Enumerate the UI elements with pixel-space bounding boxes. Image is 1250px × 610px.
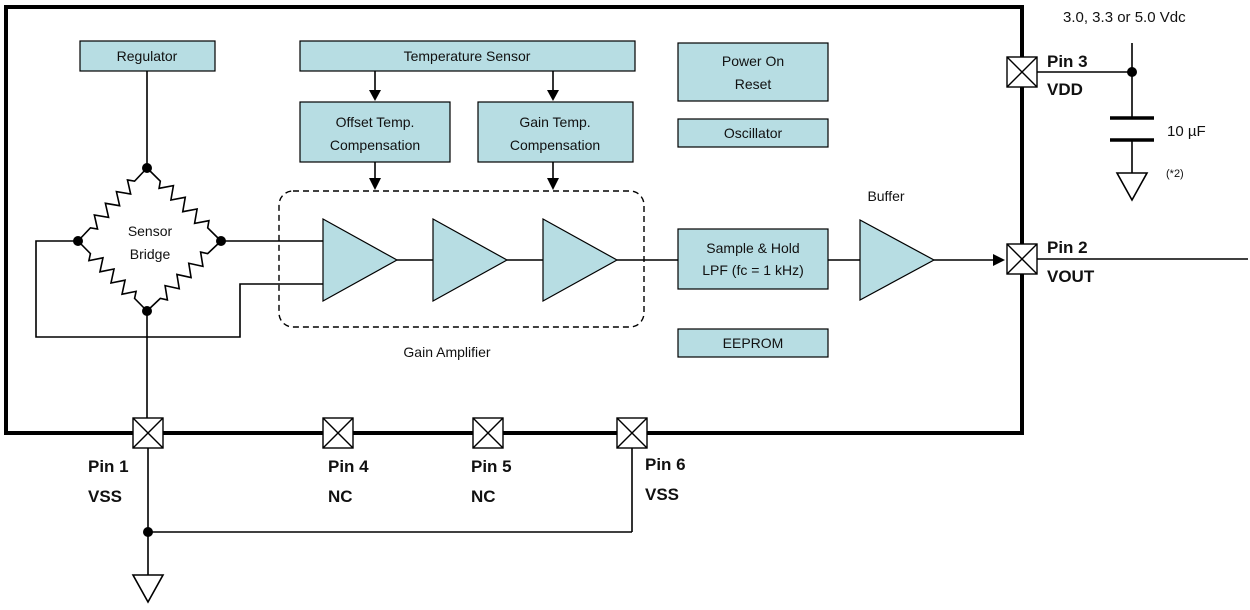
oscillator-label: Oscillator — [724, 125, 783, 141]
bridge-top-node — [142, 163, 152, 173]
power-on-reset-block: Power On Reset — [677, 42, 829, 102]
pin-3-function: VDD — [1047, 80, 1083, 99]
pin-5-name: Pin 5 — [471, 457, 512, 476]
capacitor-ground-symbol-icon — [1115, 172, 1149, 202]
amplifier-stage-3-icon — [542, 217, 619, 303]
power-on-reset-line2: Reset — [735, 76, 772, 92]
pin-2-pad-icon — [1006, 243, 1038, 275]
sensor-bridge-line1: Sensor — [128, 223, 173, 239]
resistor-bottom-right-icon — [146, 240, 222, 312]
pin-2-function: VOUT — [1047, 267, 1095, 286]
amplifier-stage-2-icon — [432, 217, 509, 303]
vdd-external-wiring — [1037, 43, 1137, 173]
sample-hold-block: Sample & Hold LPF (fc = 1 kHz) — [677, 228, 829, 290]
ground-symbol-icon — [131, 574, 165, 604]
capacitor-icon — [1110, 116, 1154, 142]
regulator-block: Regulator — [79, 40, 216, 72]
gain-amplifier-label: Gain Amplifier — [403, 344, 490, 360]
offset-compensation-block: Offset Temp. Compensation — [299, 101, 451, 163]
temp-sensor-arrows — [369, 71, 559, 190]
buffer-label: Buffer — [867, 188, 904, 204]
power-on-reset-line1: Power On — [722, 53, 784, 69]
pin-1-function: VSS — [88, 487, 122, 506]
pin-4-name: Pin 4 — [328, 457, 369, 476]
temperature-sensor-block: Temperature Sensor — [299, 40, 636, 72]
regulator-label: Regulator — [117, 48, 178, 64]
vout-arrow-icon — [993, 254, 1005, 266]
gain-compensation-block: Gain Temp. Compensation — [477, 101, 634, 163]
temperature-sensor-label: Temperature Sensor — [404, 48, 531, 64]
pin-1-pad-icon — [132, 417, 164, 449]
pin-2-name: Pin 2 — [1047, 238, 1088, 257]
sensor-bridge-line2: Bridge — [130, 246, 171, 262]
resistor-top-left-icon — [77, 167, 148, 242]
pin-5-function: NC — [471, 487, 496, 506]
pin-4-function: NC — [328, 487, 353, 506]
pin-6-function: VSS — [645, 485, 679, 504]
gain-amplifier-boundary — [278, 190, 645, 328]
resistor-bottom-left-icon — [77, 240, 148, 312]
bridge-wiring — [35, 240, 323, 418]
sensor-bridge: Sensor Bridge — [73, 71, 226, 316]
gain-compensation-line1: Gain Temp. — [519, 114, 590, 130]
offset-compensation-line1: Offset Temp. — [336, 114, 415, 130]
vss-external-wiring — [143, 448, 633, 575]
eeprom-label: EEPROM — [723, 335, 784, 351]
amplifier-stage-1-icon — [322, 217, 399, 303]
offset-compensation-line2: Compensation — [330, 137, 420, 153]
eeprom-block: EEPROM — [677, 328, 829, 358]
chip-outline — [4, 5, 1024, 435]
resistor-top-right-icon — [146, 167, 222, 242]
gain-compensation-line2: Compensation — [510, 137, 600, 153]
pin-4-pad-icon — [322, 417, 354, 449]
pin-3-name: Pin 3 — [1047, 52, 1088, 71]
pin-1-name: Pin 1 — [88, 457, 129, 476]
capacitor-note-label: (*2) — [1166, 168, 1184, 180]
capacitor-value-label: 10 µF — [1167, 123, 1206, 140]
pin-6-pad-icon — [616, 417, 648, 449]
pin-6-name: Pin 6 — [645, 455, 686, 474]
oscillator-block: Oscillator — [677, 118, 829, 148]
sample-hold-line2: LPF (fc = 1 kHz) — [702, 262, 804, 278]
sample-hold-line1: Sample & Hold — [706, 240, 799, 256]
pin-3-pad-icon — [1006, 56, 1038, 88]
pin-5-pad-icon — [472, 417, 504, 449]
supply-voltage-label: 3.0, 3.3 or 5.0 Vdc — [1063, 9, 1186, 26]
buffer-amplifier-icon — [859, 218, 936, 302]
